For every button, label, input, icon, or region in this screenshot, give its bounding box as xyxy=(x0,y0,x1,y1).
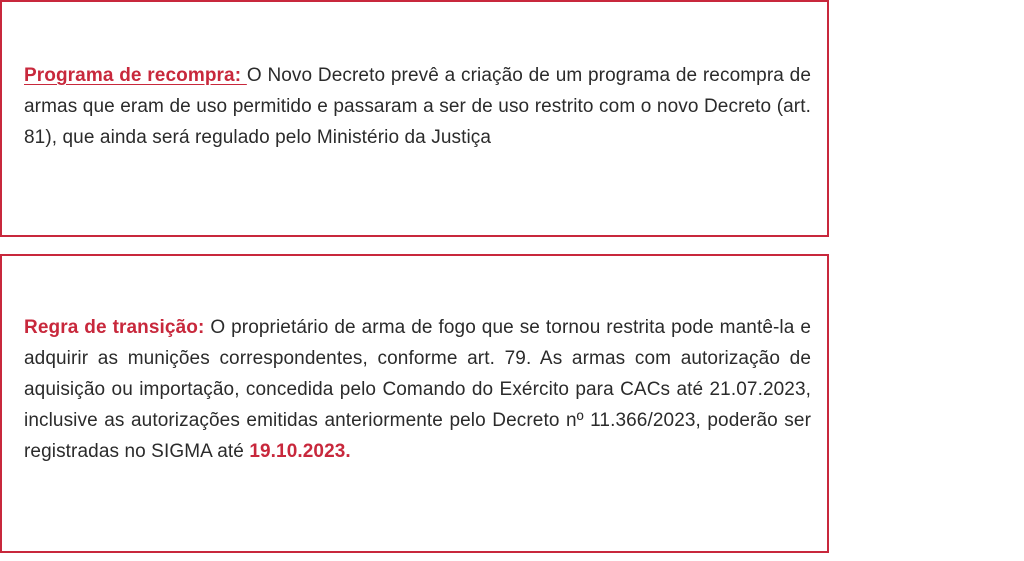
transicao-deadline-date: 19.10.2023. xyxy=(249,441,351,462)
transicao-label: Regra de transição: xyxy=(24,317,205,338)
transicao-info-box: Regra de transição: O proprietário de ar… xyxy=(0,254,829,553)
recompra-text: O Novo Decreto prevê a criação de um pro… xyxy=(24,65,811,148)
transicao-paragraph: Regra de transição: O proprietário de ar… xyxy=(24,312,811,467)
transicao-text: O proprietário de arma de fogo que se to… xyxy=(24,317,811,462)
recompra-paragraph: Programa de recompra: O Novo Decreto pre… xyxy=(24,60,811,153)
recompra-label: Programa de recompra: xyxy=(24,65,247,86)
recompra-info-box: Programa de recompra: O Novo Decreto pre… xyxy=(0,0,829,237)
